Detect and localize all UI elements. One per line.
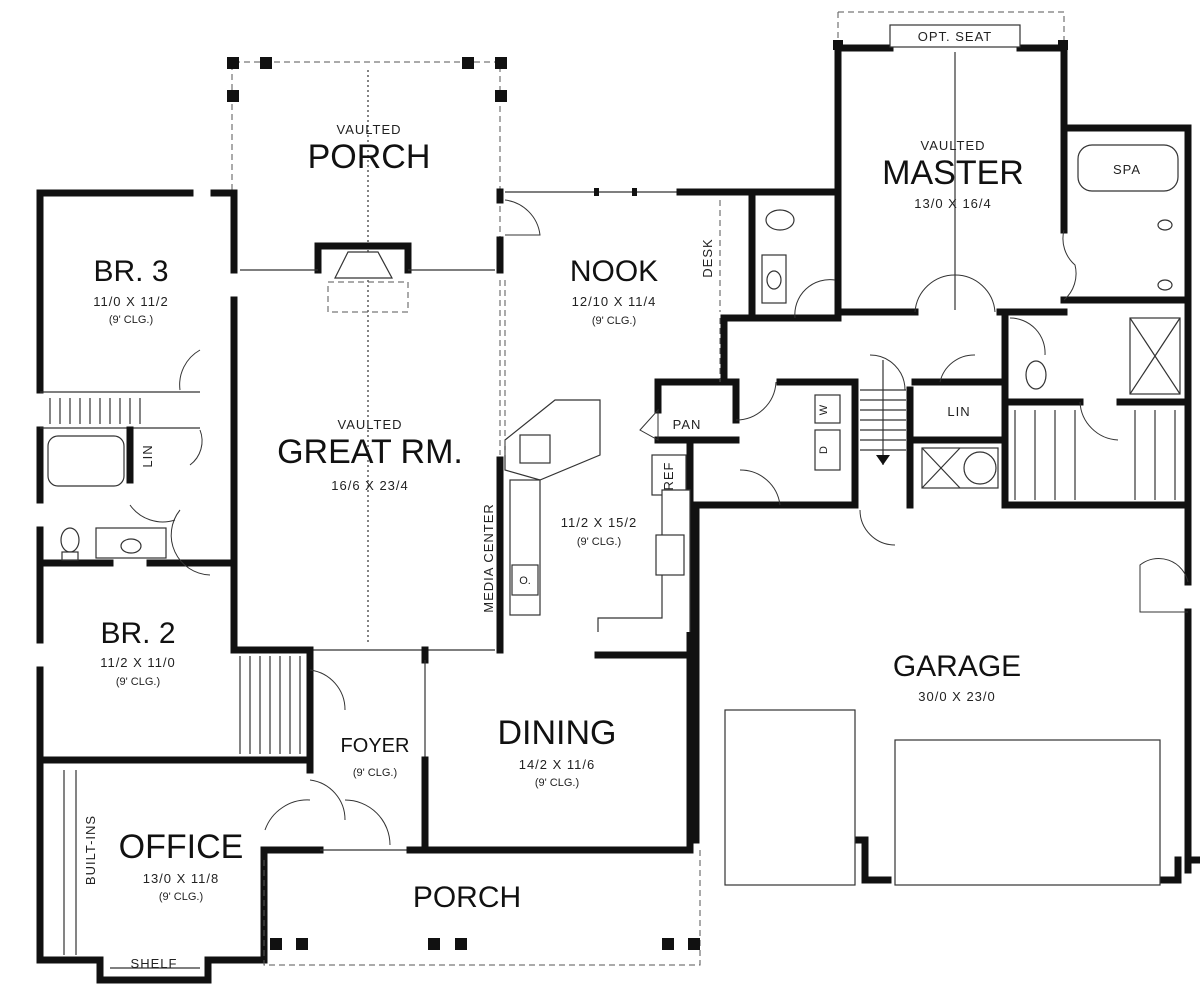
opt-seat-label: OPT. SEAT bbox=[918, 29, 993, 44]
ref-label: REF bbox=[661, 462, 676, 491]
doors bbox=[129, 199, 1189, 846]
master-size: 13/0 X 16/4 bbox=[914, 196, 992, 211]
lin-hall-label: LIN bbox=[947, 404, 970, 419]
media-center-label: MEDIA CENTER bbox=[481, 503, 496, 613]
br3-size: 11/0 X 11/2 bbox=[93, 294, 169, 309]
kitchen-size: 11/2 X 15/2 bbox=[561, 515, 638, 530]
room-labels: VAULTED PORCH BR. 3 11/0 X 11/2 (9' CLG.… bbox=[93, 122, 1024, 914]
desk-label: DESK bbox=[700, 238, 715, 277]
walls bbox=[36, 11, 1200, 984]
nook-clg: (9' CLG.) bbox=[592, 315, 636, 327]
dryer-label: D bbox=[818, 446, 830, 454]
dining-name: DINING bbox=[498, 714, 617, 752]
shelf-label: SHELF bbox=[131, 956, 178, 971]
rear-porch-outline bbox=[227, 57, 507, 645]
fireplace bbox=[314, 242, 412, 313]
office-size: 13/0 X 11/8 bbox=[143, 871, 220, 886]
garage-name: GARAGE bbox=[893, 650, 1021, 683]
foyer-clg: (9' CLG.) bbox=[353, 767, 397, 779]
br3-name: BR. 3 bbox=[93, 255, 168, 288]
great-name: GREAT RM. bbox=[277, 433, 463, 471]
lin-bath-label: LIN bbox=[140, 444, 155, 467]
great-note: VAULTED bbox=[337, 417, 402, 432]
porch-rear-note: VAULTED bbox=[336, 122, 401, 137]
pan-label: PAN bbox=[673, 417, 702, 432]
dining-clg: (9' CLG.) bbox=[535, 777, 579, 789]
br2-name: BR. 2 bbox=[100, 617, 175, 650]
office-name: OFFICE bbox=[119, 828, 244, 866]
built-ins-label: BUILT-INS bbox=[83, 815, 98, 885]
foyer-name: FOYER bbox=[341, 735, 410, 757]
great-size: 16/6 X 23/4 bbox=[331, 478, 409, 493]
dining-size: 14/2 X 11/6 bbox=[519, 757, 596, 772]
nook-name: NOOK bbox=[570, 255, 658, 288]
fixture-labels: OPT. SEAT SPA DESK PAN REF LIN LIN MEDIA… bbox=[83, 29, 1141, 971]
br2-size: 11/2 X 11/0 bbox=[100, 655, 176, 670]
spa-label: SPA bbox=[1113, 162, 1141, 177]
br2-clg: (9' CLG.) bbox=[116, 676, 160, 688]
garage-size: 30/0 X 23/0 bbox=[918, 689, 996, 704]
washer-label: W bbox=[818, 404, 830, 415]
porch-rear-name: PORCH bbox=[308, 138, 431, 176]
porch-front-name: PORCH bbox=[413, 881, 521, 914]
nook-size: 12/10 X 11/4 bbox=[572, 294, 657, 309]
br3-clg: (9' CLG.) bbox=[109, 314, 153, 326]
oven-label: O. bbox=[519, 575, 531, 587]
office-clg: (9' CLG.) bbox=[159, 891, 203, 903]
master-name: MASTER bbox=[882, 154, 1024, 192]
kitchen-clg: (9' CLG.) bbox=[577, 536, 621, 548]
master-note: VAULTED bbox=[920, 138, 985, 153]
